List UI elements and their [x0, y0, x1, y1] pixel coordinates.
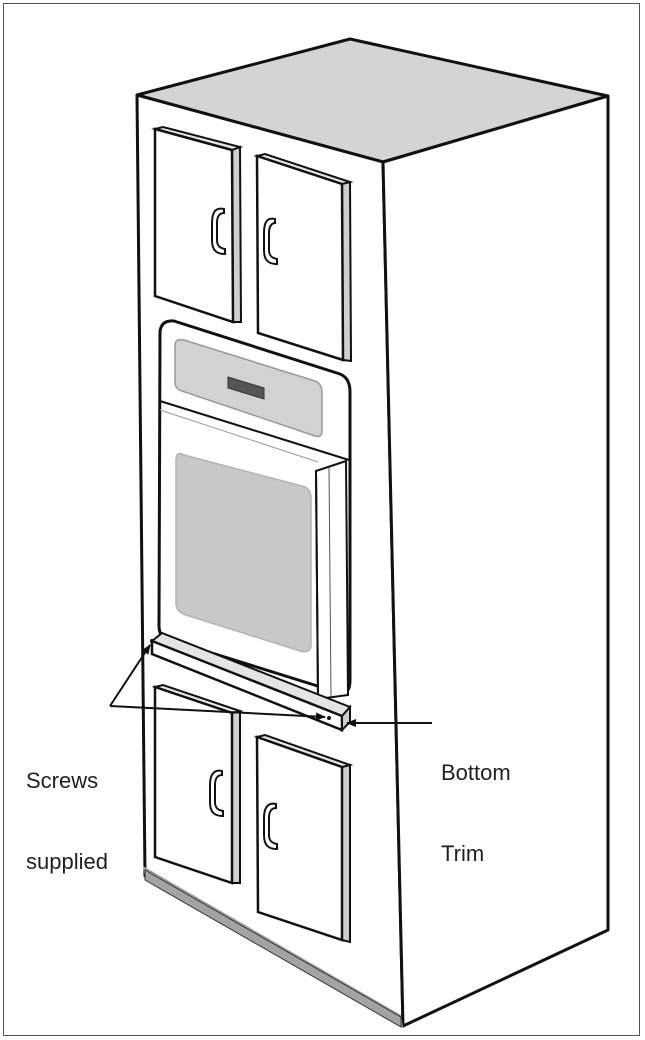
door-handle-icon — [263, 217, 278, 266]
arrow-icon — [109, 705, 326, 721]
door-handle-icon — [211, 207, 226, 256]
screws-label-line1: Screws — [26, 768, 99, 793]
oven-display-icon — [227, 376, 265, 400]
lower-right-door — [253, 733, 354, 944]
lower-left-door — [151, 683, 244, 885]
upper-left-door — [151, 125, 244, 324]
door-handle-icon — [263, 802, 278, 851]
trim-label-line2: Trim — [441, 841, 485, 866]
bottom-trim — [150, 631, 352, 733]
screw-icon — [150, 639, 154, 643]
figure-frame — [3, 3, 640, 1036]
trim-label-line1: Bottom — [441, 760, 511, 785]
toe-kick-base — [144, 869, 402, 1028]
arrow-icon — [109, 644, 151, 707]
screws-supplied-label: Screws supplied — [26, 713, 108, 902]
upper-right-door — [253, 152, 354, 363]
cabinet-side — [381, 94, 610, 1028]
screws-label-line2: supplied — [26, 849, 108, 874]
screw-icon — [327, 716, 331, 720]
door-handle-icon — [209, 769, 224, 818]
oven-window — [175, 452, 312, 653]
bottom-trim-label: Bottom Trim — [441, 705, 511, 894]
oven-door-handle — [314, 459, 350, 701]
wall-oven — [157, 319, 352, 701]
